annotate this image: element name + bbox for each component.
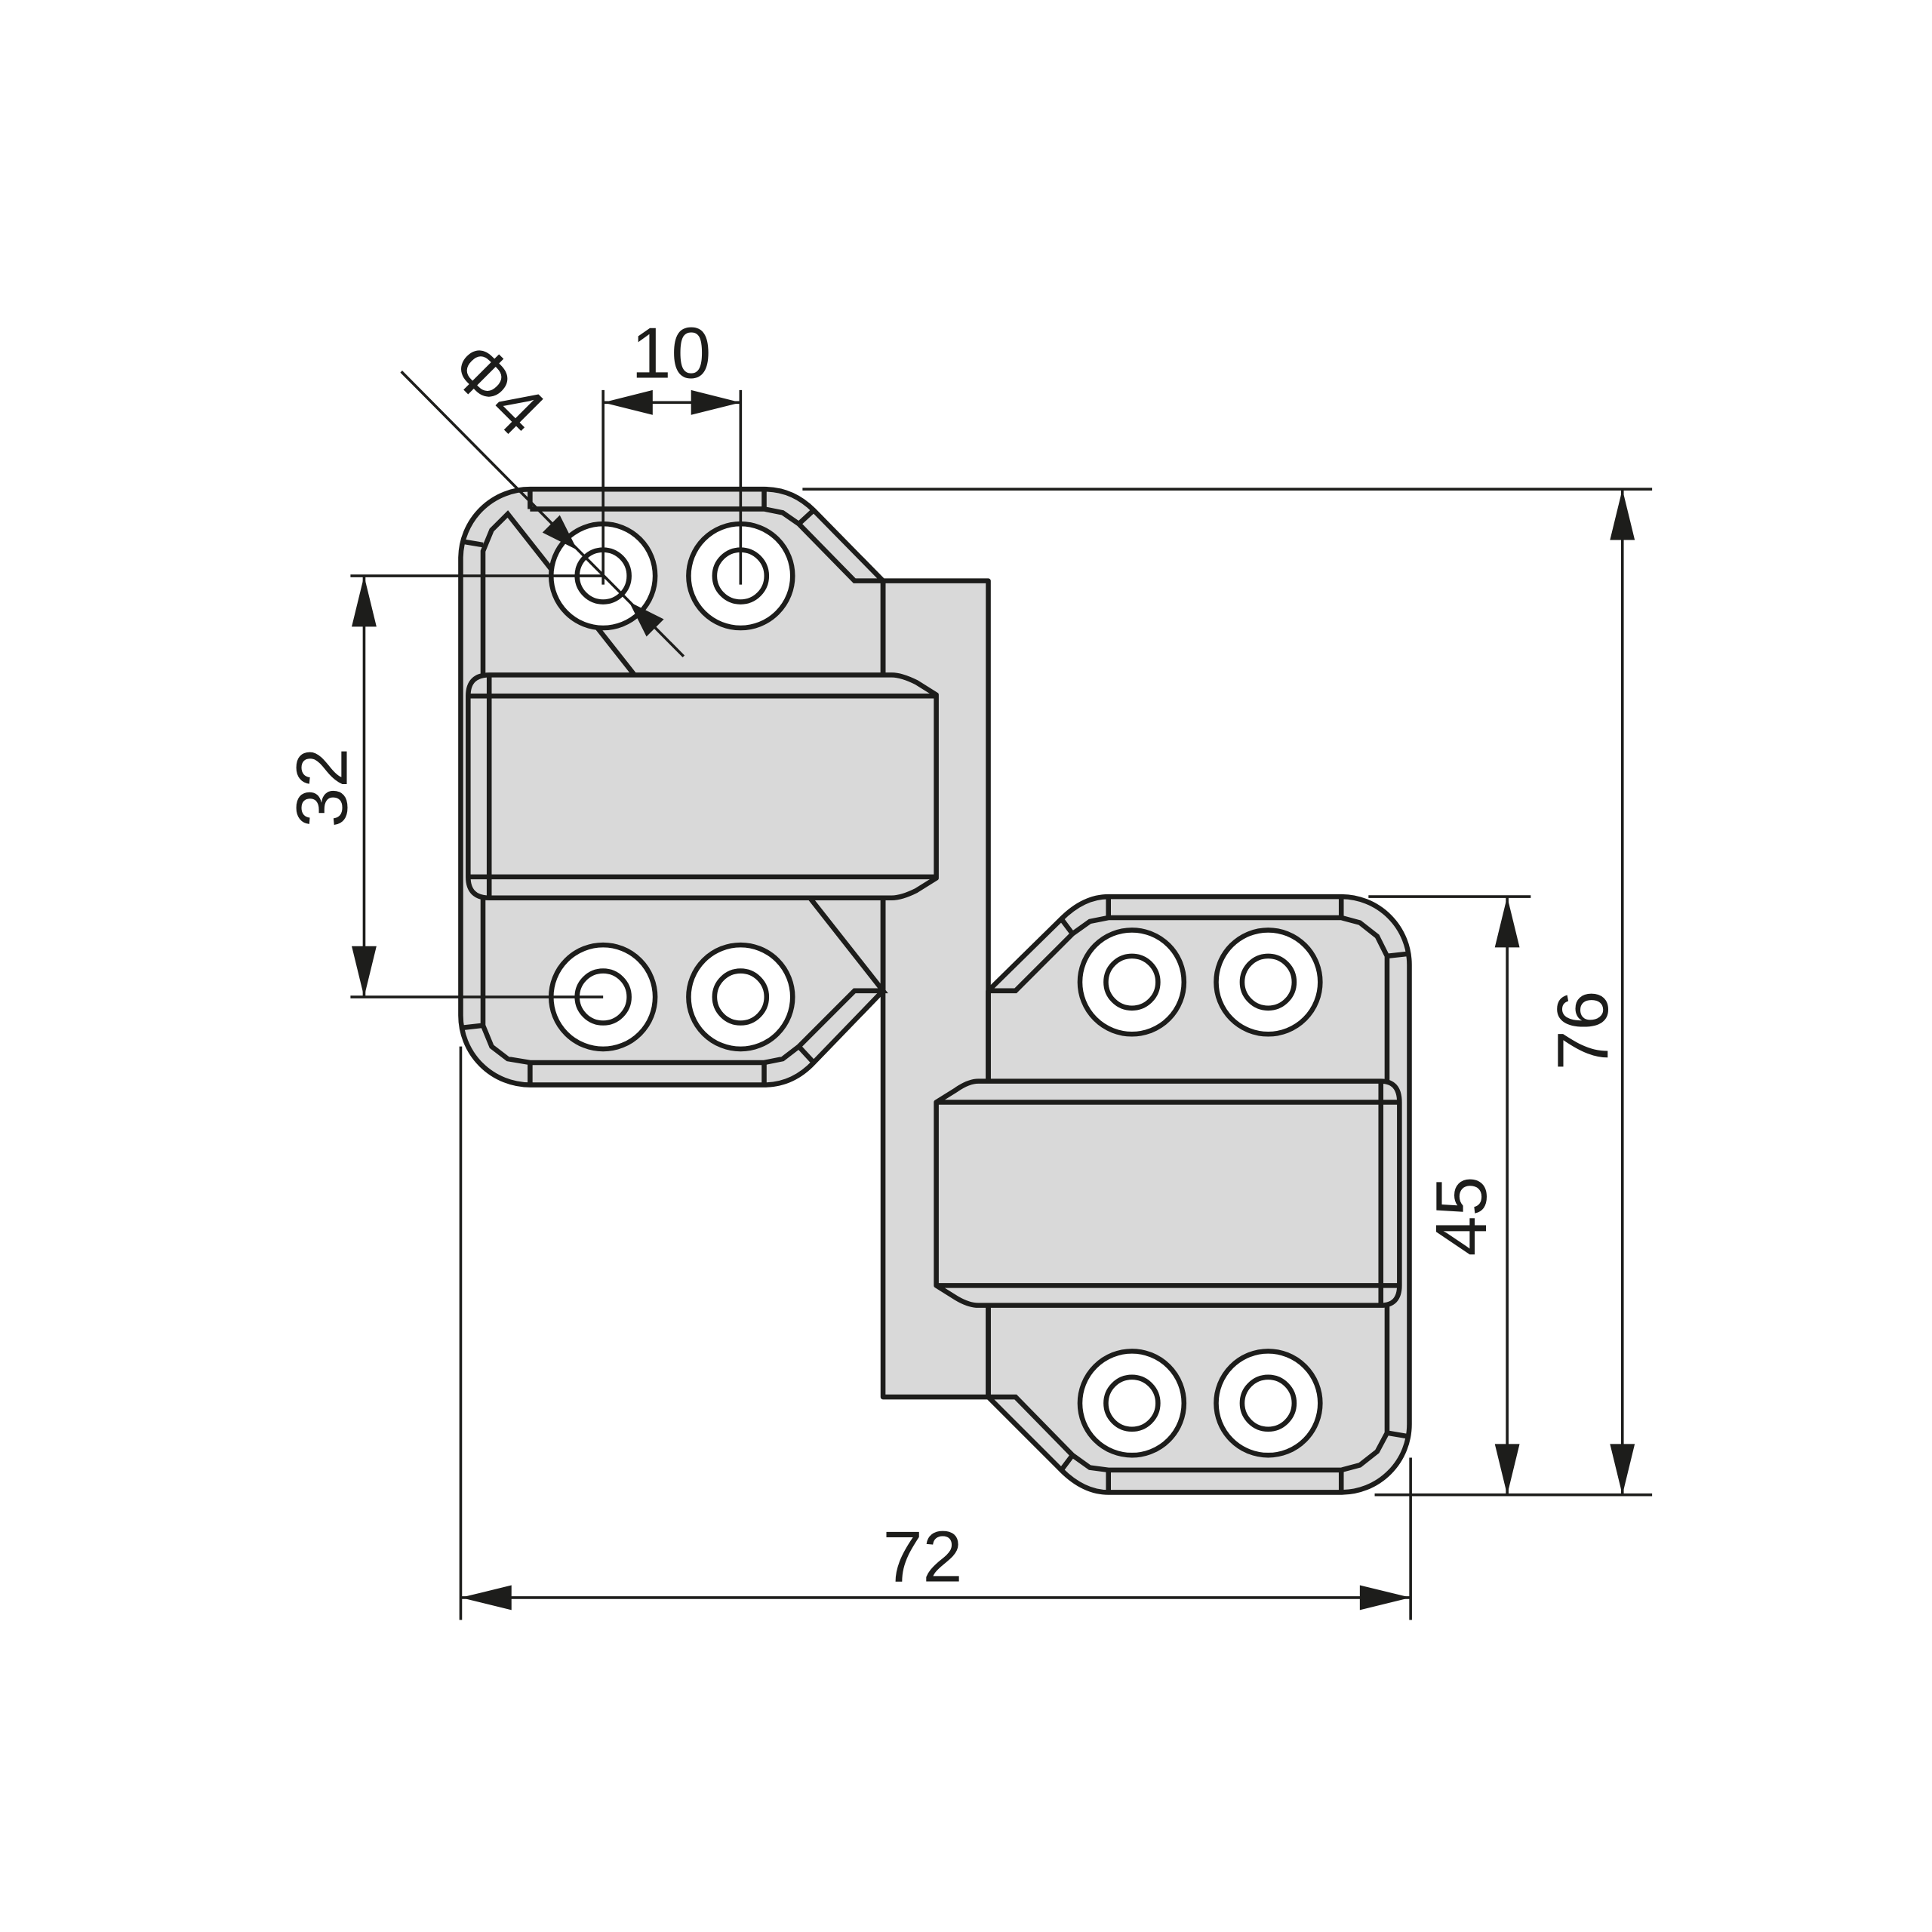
left-knuckle [466,672,939,901]
left-pitch-label: 32 [282,748,362,828]
total-width-label: 72 [883,1518,963,1598]
total-height-label: 76 [1543,990,1623,1070]
dimension-lines [350,371,1653,1620]
right-knuckle [934,1078,1402,1308]
hole-spacing-label: 10 [632,314,712,394]
right-plate-height-label: 45 [1422,1177,1502,1257]
hole-diameter-label: Φ4 [435,326,560,451]
